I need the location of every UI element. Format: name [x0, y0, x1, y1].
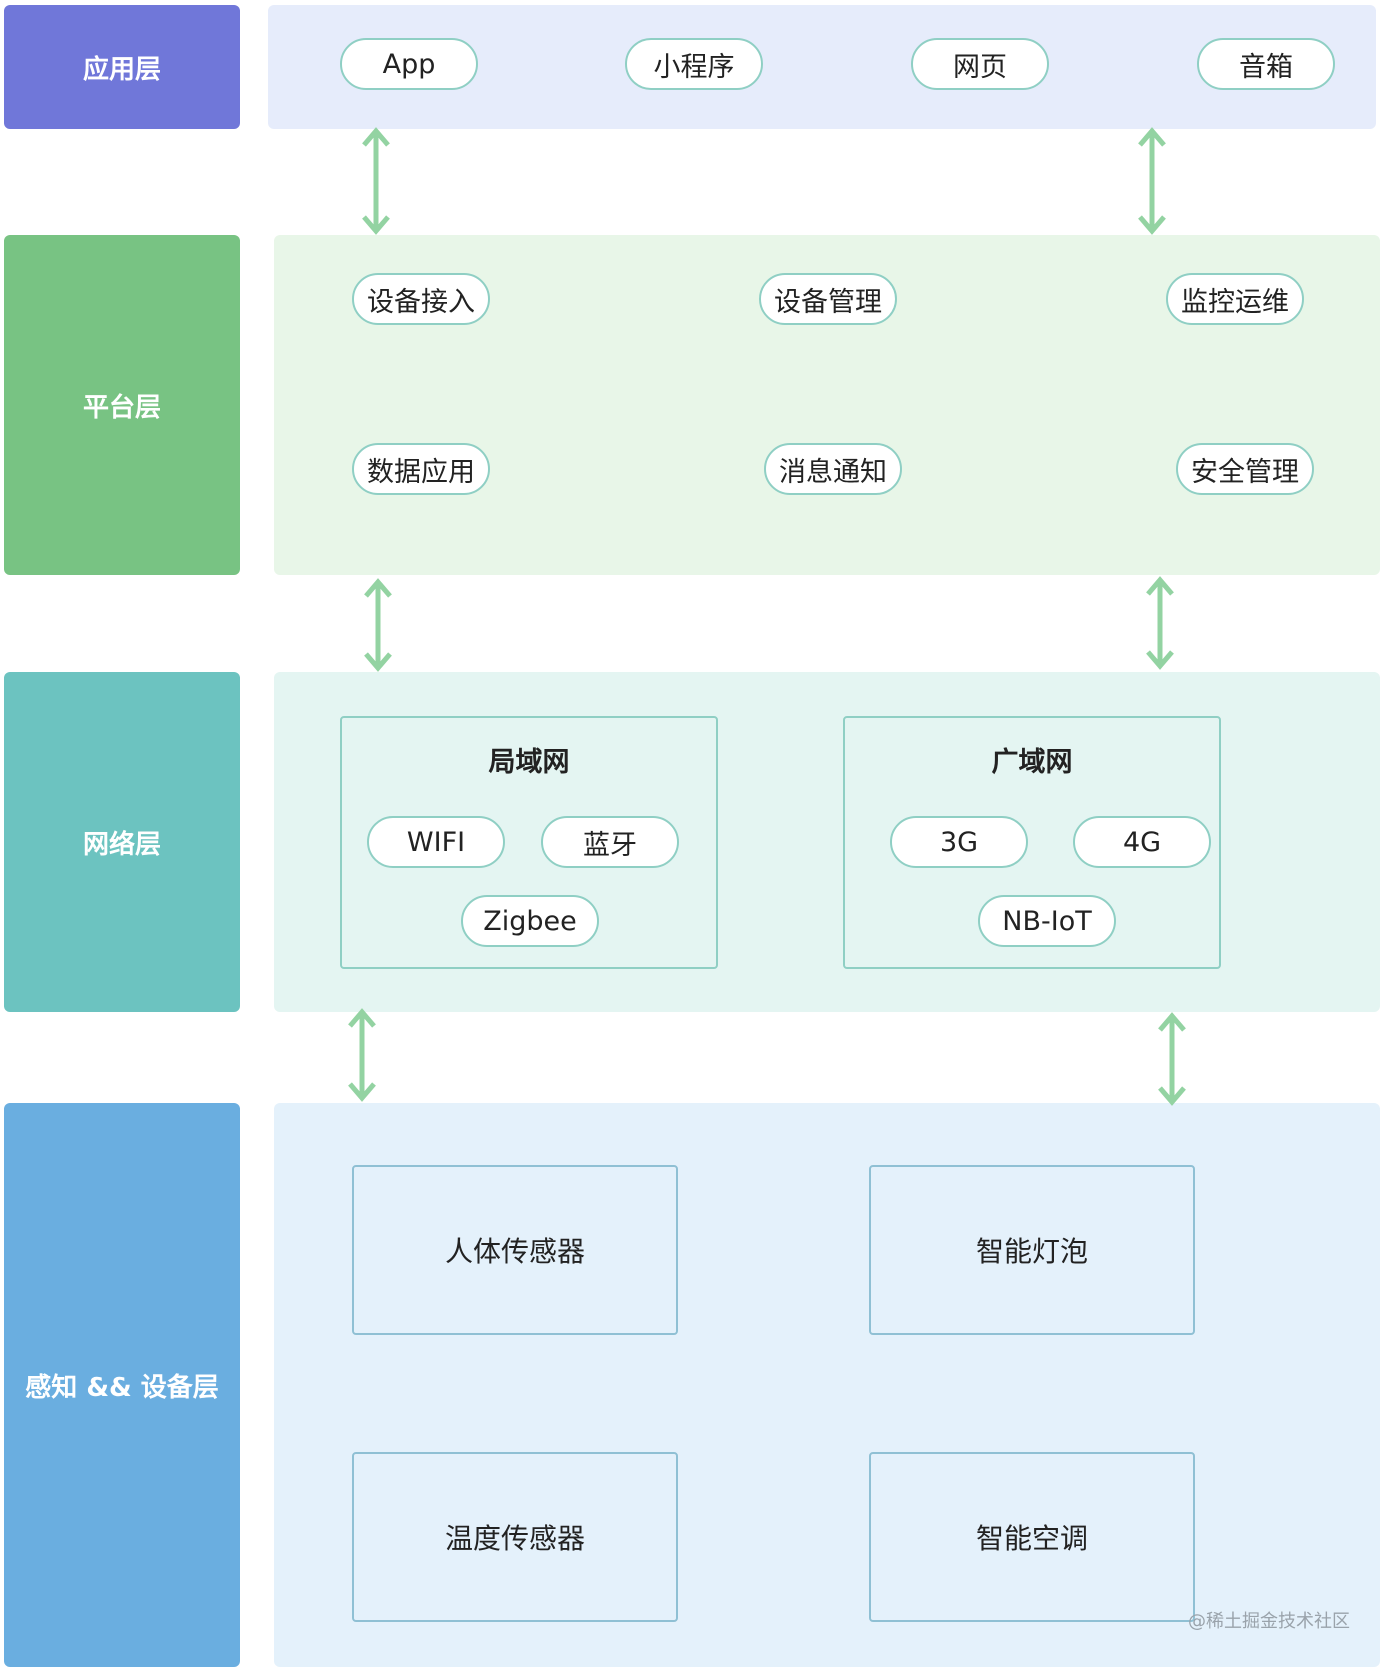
arrow-app-platform-right: [1138, 127, 1166, 235]
platform-layer-label: 平台层: [4, 235, 240, 575]
network-layer-label: 网络层: [4, 672, 240, 1012]
human-sensor-box: 人体传感器: [352, 1165, 678, 1335]
network-layer-panel: 局域网 WIFI 蓝牙 Zigbee 广域网 3G 4G NB-IoT: [274, 672, 1380, 1012]
wan-title: 广域网: [991, 747, 1073, 778]
nb-iot-pill: NB-IoT: [978, 895, 1116, 947]
application-layer-panel: App 小程序 网页 音箱: [268, 5, 1376, 129]
4g-pill: 4G: [1073, 816, 1211, 868]
arrow-platform-network-right: [1146, 576, 1174, 670]
arrow-network-device-right: [1158, 1012, 1186, 1106]
wan-box: 广域网 3G 4G NB-IoT: [843, 716, 1221, 969]
message-notification-pill: 消息通知: [764, 443, 902, 495]
3g-pill: 3G: [890, 816, 1028, 868]
lan-title: 局域网: [488, 747, 570, 778]
arrow-network-device-left: [348, 1008, 376, 1102]
mini-program-pill: 小程序: [625, 38, 763, 90]
perception-device-layer-label: 感知 && 设备层: [4, 1103, 240, 1667]
temperature-sensor-box: 温度传感器: [352, 1452, 678, 1622]
smart-bulb-box: 智能灯泡: [869, 1165, 1195, 1335]
data-application-pill: 数据应用: [352, 443, 490, 495]
watermark: @稀土掘金技术社区: [1188, 1611, 1350, 1632]
arrow-app-platform-left: [362, 127, 390, 235]
security-management-pill: 安全管理: [1176, 443, 1314, 495]
web-page-pill: 网页: [911, 38, 1049, 90]
speaker-pill: 音箱: [1197, 38, 1335, 90]
perception-device-layer-panel: 人体传感器 智能灯泡 温度传感器 智能空调: [274, 1103, 1380, 1667]
lan-box: 局域网 WIFI 蓝牙 Zigbee: [340, 716, 718, 969]
monitoring-ops-pill: 监控运维: [1166, 273, 1304, 325]
bluetooth-pill: 蓝牙: [541, 816, 679, 868]
device-management-pill: 设备管理: [759, 273, 897, 325]
smart-ac-box: 智能空调: [869, 1452, 1195, 1622]
app-pill: App: [340, 38, 478, 90]
platform-layer-panel: 设备接入 设备管理 监控运维 数据应用 消息通知 安全管理: [274, 235, 1380, 575]
zigbee-pill: Zigbee: [461, 895, 599, 947]
wifi-pill: WIFI: [367, 816, 505, 868]
application-layer-label: 应用层: [4, 5, 240, 129]
arrow-platform-network-left: [364, 578, 392, 672]
device-access-pill: 设备接入: [352, 273, 490, 325]
